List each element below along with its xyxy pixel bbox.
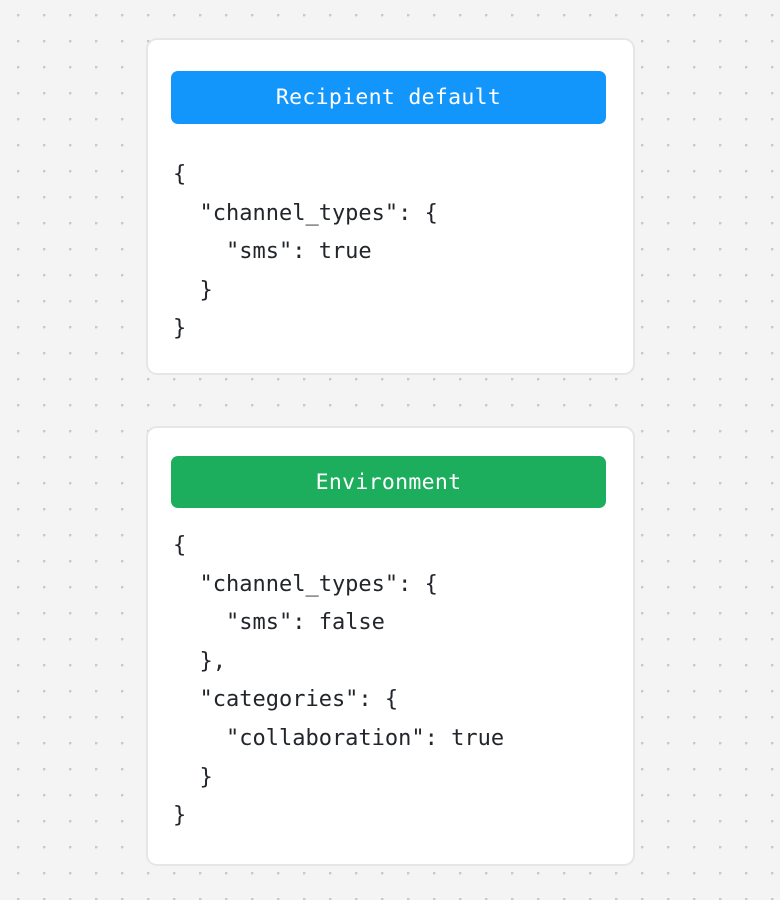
json-code-block-environment: { "channel_types": { "sms": false }, "ca… xyxy=(173,533,505,829)
json-code-block-recipient-default: { "channel_types": { "sms": true } } xyxy=(173,162,438,342)
card-environment[interactable]: Environment { "channel_types": { "sms": … xyxy=(146,426,635,866)
card-header-recipient-default: Recipient default xyxy=(171,71,606,124)
card-recipient-default[interactable]: Recipient default { "channel_types": { "… xyxy=(146,38,635,375)
card-header-environment: Environment xyxy=(171,456,606,508)
card-header-label: Environment xyxy=(315,469,462,495)
card-header-label: Recipient default xyxy=(275,85,502,110)
